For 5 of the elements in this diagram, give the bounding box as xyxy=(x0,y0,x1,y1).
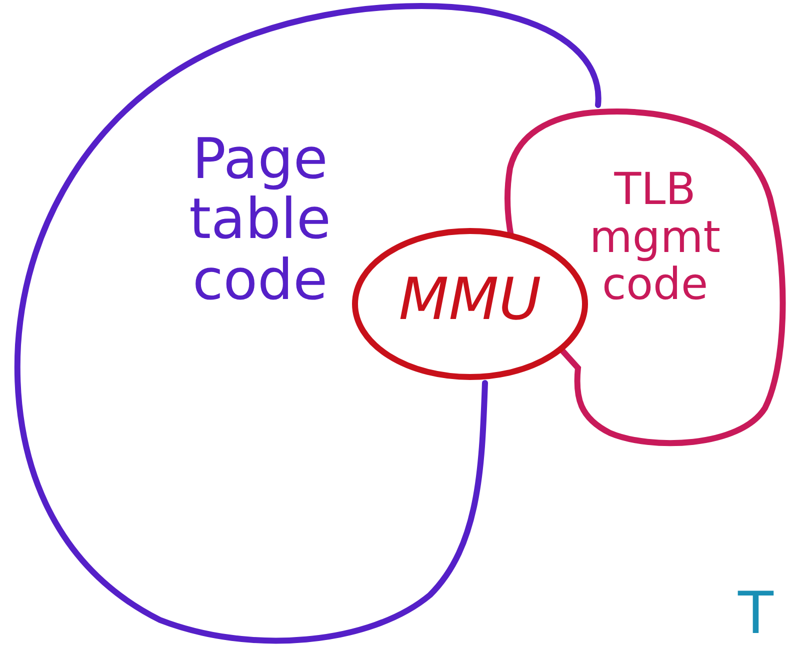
partial-text: T xyxy=(738,582,774,645)
region-label: TLB mgmt code xyxy=(588,166,722,309)
region-label: Page table code xyxy=(188,130,332,312)
mmu-ellipse xyxy=(352,228,588,380)
region-label: MMU xyxy=(398,268,542,331)
